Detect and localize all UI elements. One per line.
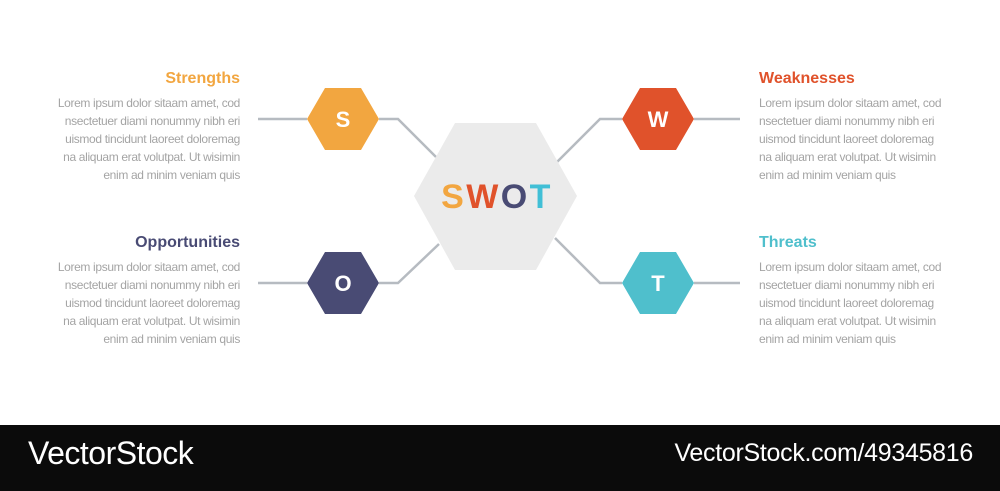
watermark-credit: VectorStock.com/49345816 [674,438,973,467]
section-threats-title: Threats [759,234,817,251]
connector-threats-inner [554,237,622,285]
hexagon-opportunities-letter: O [334,271,351,296]
body-line: Lorem ipsum dolor sitaam amet, cod [57,96,241,110]
section-strengths-title: Strengths [165,70,240,87]
section-threats: Threats Lorem ipsum dolor sitaam amet, c… [759,234,942,348]
hexagon-threats [622,252,694,314]
body-line: nsectetuer diami nonummy nibh eri [759,278,935,292]
body-line: na aliquam erat volutpat. Ut wisimin [63,150,240,164]
swot-diagram: S W O T S W O T [258,88,740,314]
body-line: nsectetuer diami nonummy nibh eri [759,114,935,128]
body-line: enim ad minim veniam quis [759,168,896,182]
section-weaknesses: Weaknesses Lorem ipsum dolor sitaam amet… [759,70,942,184]
hexagon-opportunities [307,252,379,314]
connector-strengths-inner [379,117,437,158]
swot-letter-s: S [441,178,464,216]
body-line: enim ad minim veniam quis [103,168,240,182]
body-line: uismod tincidunt laoreet doloremag [65,296,240,310]
body-line: uismod tincidunt laoreet doloremag [65,132,240,146]
watermark-bar: VectorStock VectorStock.com/49345816 [0,425,1000,491]
hexagon-strengths-letter: S [336,107,351,132]
section-opportunities-title: Opportunities [135,234,240,251]
connector-opportunities-inner [379,243,440,285]
body-line: uismod tincidunt laoreet doloremag [759,296,934,310]
section-weaknesses-title: Weaknesses [759,70,855,87]
hexagon-weaknesses-letter: W [648,107,669,132]
section-strengths: Strengths Lorem ipsum dolor sitaam amet,… [57,70,241,184]
center-hexagon [414,123,577,270]
swot-letter-t: T [530,178,551,216]
swot-letter-o: O [501,178,528,216]
body-line: Lorem ipsum dolor sitaam amet, cod [759,260,942,274]
swot-title: S W O T [441,178,551,216]
hexagon-strengths [307,88,379,150]
section-opportunities: Opportunities Lorem ipsum dolor sitaam a… [57,234,241,348]
body-line: na aliquam erat volutpat. Ut wisimin [759,150,936,164]
body-line: na aliquam erat volutpat. Ut wisimin [63,314,240,328]
connector-lines [258,117,740,285]
swot-letter-w: W [466,178,499,216]
body-line: uismod tincidunt laoreet doloremag [759,132,934,146]
connector-weaknesses-inner [556,117,622,163]
body-line: Lorem ipsum dolor sitaam amet, cod [57,260,241,274]
body-line: enim ad minim veniam quis [759,332,896,346]
body-line: enim ad minim veniam quis [103,332,240,346]
body-line: nsectetuer diami nonummy nibh eri [64,278,241,292]
watermark-brand: VectorStock [28,434,194,471]
body-line: Lorem ipsum dolor sitaam amet, cod [759,96,942,110]
hexagon-weaknesses [622,88,694,150]
hexagon-threats-letter: T [651,271,665,296]
body-line: na aliquam erat volutpat. Ut wisimin [759,314,936,328]
body-line: nsectetuer diami nonummy nibh eri [64,114,241,128]
